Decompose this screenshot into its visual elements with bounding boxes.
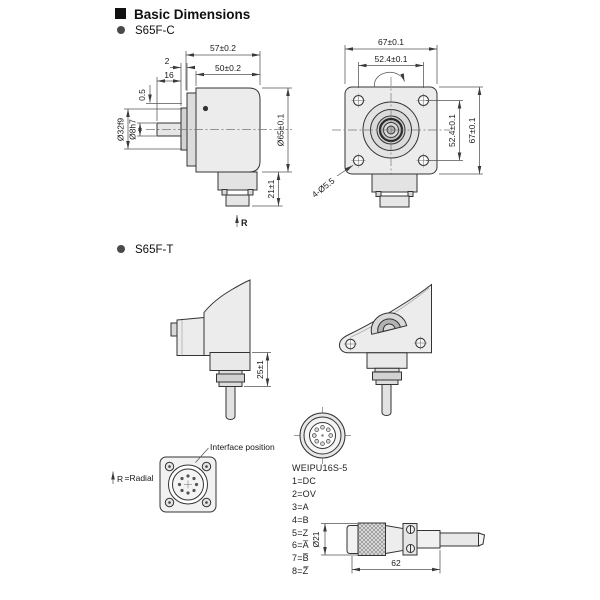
encoder-body <box>176 279 251 356</box>
pin-label: 7=B̅ <box>292 553 309 564</box>
mounting-holes-label: 4-Ø5.5 <box>310 176 337 200</box>
dim-gap: 0.5 <box>137 89 147 101</box>
connector-model: WEIPU16S-5 <box>292 463 348 473</box>
variant-c-label: S65F-C <box>135 25 175 37</box>
connector-tip <box>346 525 359 554</box>
socket-pins <box>177 474 199 495</box>
dim-body-diameter: Ø65±0.1 <box>276 113 286 146</box>
dim-overall-length: 57±0.2 <box>210 43 236 53</box>
connector-plug <box>379 195 410 208</box>
cable <box>381 384 392 416</box>
s65ft-front-view <box>338 283 432 416</box>
pin-label: 8=Z̅ <box>292 566 309 577</box>
dim-hole-spacing-vertical: 52.4±0.1 <box>447 114 457 147</box>
interface-position-label: Interface position <box>210 442 275 452</box>
bullet-icon <box>117 245 125 253</box>
dimension-lines <box>321 523 441 574</box>
connector-housing <box>209 352 251 371</box>
encoder-body <box>195 87 261 173</box>
header: Basic Dimensions S65F-C S65F-T <box>115 7 250 256</box>
cable <box>439 532 480 547</box>
dim-hole-spacing-horizontal: 52.4±0.1 <box>374 54 407 64</box>
dim-shaft-diameter: Ø8h7 <box>128 119 138 140</box>
connector-pinout-view <box>294 407 351 464</box>
connector-housing <box>366 352 408 369</box>
connector-plug <box>225 194 250 207</box>
page-title: Basic Dimensions <box>134 7 250 22</box>
cable <box>225 386 236 420</box>
radial-note: R =Radial <box>111 471 154 484</box>
bullet-icon <box>117 26 125 34</box>
dim-connector-height: 25±1 <box>255 360 265 379</box>
interface-position-view: Interface position <box>159 442 275 513</box>
dim-step: 2 <box>165 56 170 66</box>
connector-housing <box>371 173 418 193</box>
s65fc-side-view: 57±0.2 2 16 50±0.2 0.5 Ø32f9 Ø8h7 Ø65±0.… <box>116 43 292 228</box>
dim-flange-height: 67±0.1 <box>467 117 477 143</box>
knurled-ring <box>357 522 386 556</box>
pin-label: 3=A <box>292 501 309 512</box>
radial-r-label: R <box>117 474 123 484</box>
dim-connector-length: 62 <box>391 558 401 568</box>
mounting-holes <box>344 336 427 351</box>
set-screw <box>202 105 209 112</box>
pilot-spigot <box>180 107 188 151</box>
dimension-lines <box>244 352 271 387</box>
pin-label: 4=B <box>292 514 309 525</box>
dimension-lines <box>124 51 292 207</box>
mounting-holes <box>351 93 431 168</box>
radial-mark: R <box>241 218 248 228</box>
pin-label: 2=OV <box>292 488 317 499</box>
cable-end <box>478 532 486 547</box>
leader-line <box>195 447 209 463</box>
pin-assignment-list: WEIPU16S-5 1=DC 2=OV 3=A 4=B 5=Z 6=A̅ 7=… <box>292 462 348 578</box>
s65ft-side-view: 25±1 <box>170 279 271 420</box>
connector-pins <box>312 425 333 446</box>
variant-t-label: S65F-T <box>135 244 173 256</box>
connector-housing <box>217 171 258 191</box>
dim-connector-diameter: Ø21 <box>311 531 321 547</box>
dim-pilot-diameter: Ø32f9 <box>116 118 126 141</box>
dim-connector-height: 21±1 <box>266 179 276 198</box>
connector-body <box>385 524 404 555</box>
dimension-lines <box>336 45 483 177</box>
shaft-stub <box>170 322 178 337</box>
rotation-direction-arrow <box>374 71 405 88</box>
cable-connector-view: Ø21 62 <box>311 522 486 574</box>
strain-relief <box>416 530 441 549</box>
cable-gland <box>216 373 245 383</box>
corner-holes <box>164 461 212 508</box>
pin-label: 1=DC <box>292 475 317 486</box>
cable-gland <box>372 371 402 381</box>
shaft-boss <box>370 312 408 335</box>
pin-label: 5=Z <box>292 527 309 538</box>
radial-label: =Radial <box>125 473 154 483</box>
section-square-icon <box>115 8 126 19</box>
dim-flange-width: 67±0.1 <box>378 37 404 47</box>
pin-label: 6=A̅ <box>292 540 309 551</box>
dim-body-length: 50±0.2 <box>215 63 241 73</box>
s65fc-front-view: 67±0.1 52.4±0.1 52.4±0.1 67±0.1 4-Ø5.5 <box>310 37 483 208</box>
dim-shaft-length: 16 <box>164 70 174 80</box>
